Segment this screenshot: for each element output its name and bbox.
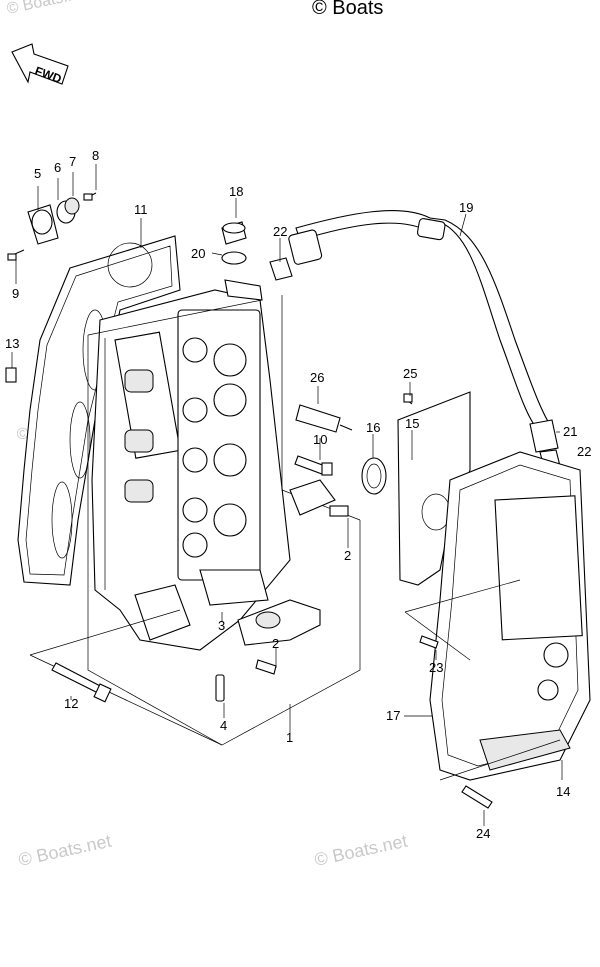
- bolt-23: [419, 635, 439, 649]
- callout-16: 16: [366, 420, 380, 435]
- callout-22-top: 22: [273, 224, 287, 239]
- callout-4: 4: [220, 718, 227, 733]
- bracket-3: [237, 599, 321, 646]
- bolt-2-lower: [255, 659, 277, 675]
- callout-18: 18: [229, 184, 243, 199]
- stud-4: [215, 674, 225, 702]
- callout-14: 14: [556, 784, 570, 799]
- callout-15: 15: [405, 416, 419, 431]
- callout-2-lower: 2: [272, 636, 279, 651]
- bolt-12: [51, 662, 112, 703]
- plug-and-oring: [221, 221, 247, 265]
- callout-1: 1: [286, 730, 293, 745]
- callout-22-right: 22: [577, 444, 591, 459]
- temperature-sensor: [295, 404, 353, 433]
- callout-10: 10: [313, 432, 327, 447]
- callout-23: 23: [429, 660, 443, 675]
- callout-21: 21: [563, 424, 577, 439]
- callout-11: 11: [134, 202, 148, 217]
- callout-7: 7: [69, 154, 76, 169]
- callout-5: 5: [34, 166, 41, 181]
- bolt-13: [5, 367, 17, 383]
- leader-lines: [11, 164, 563, 826]
- thermostat-cover: [7, 192, 97, 261]
- callout-13: 13: [5, 336, 19, 351]
- callout-12: 12: [64, 696, 78, 711]
- cylinder-head-cover: [429, 451, 591, 781]
- bolt-24: [461, 785, 493, 809]
- callout-9: 9: [12, 286, 19, 301]
- water-hose: [288, 210, 559, 453]
- callout-19: 19: [459, 200, 473, 215]
- cylinder-head: [91, 279, 291, 651]
- callout-2-upper: 2: [344, 548, 351, 563]
- callout-20: 20: [191, 246, 205, 261]
- watermark-bottom-left: © Boats.net: [17, 831, 113, 870]
- watermark-top-left: © Boats.net: [5, 0, 91, 18]
- callout-26: 26: [310, 370, 324, 385]
- callout-3: 3: [218, 618, 225, 633]
- callout-24: 24: [476, 826, 490, 841]
- callout-8: 8: [92, 148, 99, 163]
- callout-6: 6: [54, 160, 61, 175]
- callout-17: 17: [386, 708, 400, 723]
- oring-16: [361, 457, 387, 495]
- hose-clip-top: [269, 257, 293, 281]
- bracket-2-upper: [289, 479, 349, 517]
- watermark-top-center: © Boats: [312, 0, 383, 19]
- fwd-arrow-icon: FWD: [11, 43, 69, 86]
- callout-25: 25: [403, 366, 417, 381]
- cylinder-head-gasket: [17, 235, 181, 586]
- watermark-bottom-right: © Boats.net: [313, 831, 409, 870]
- bolt-10: [294, 455, 333, 476]
- group-outline-cover: [404, 579, 561, 781]
